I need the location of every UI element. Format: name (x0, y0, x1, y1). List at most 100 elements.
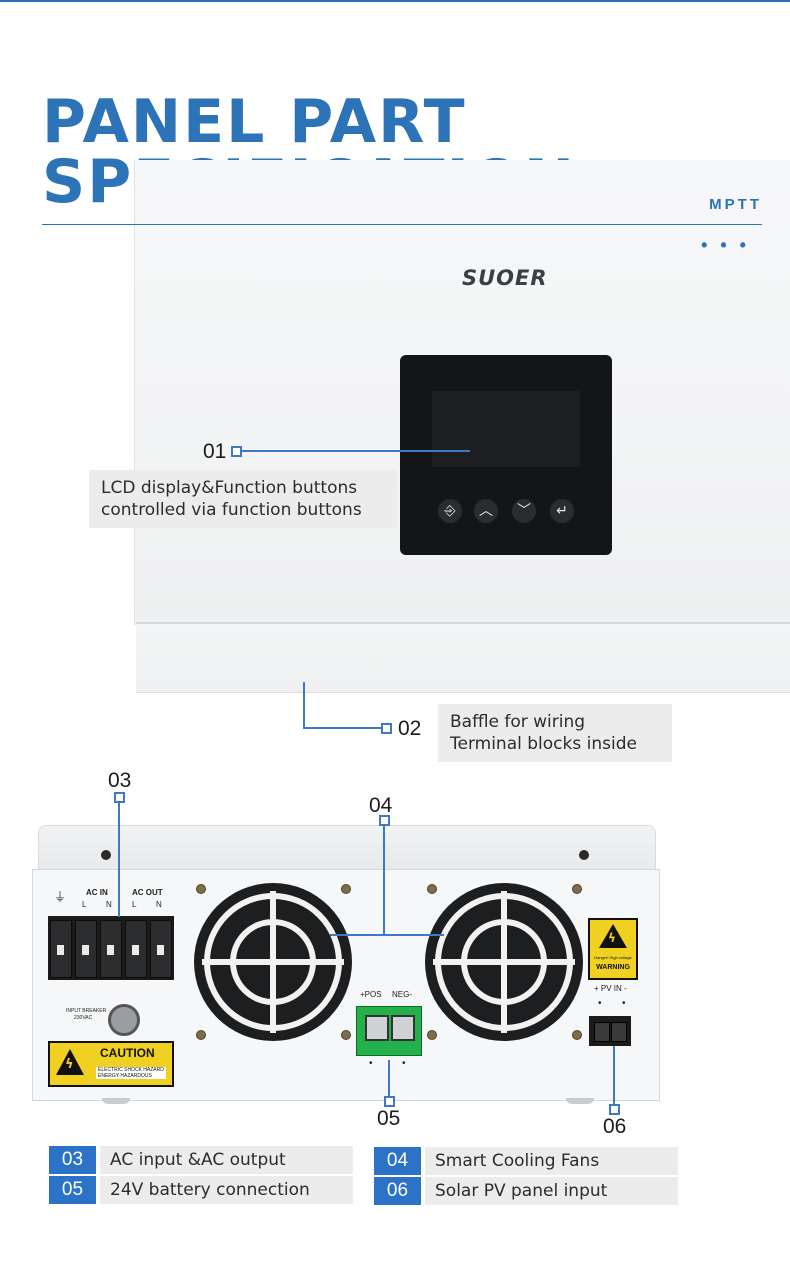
pv-terminal-slot[interactable] (594, 1022, 610, 1042)
callout-02-line-horizontal (303, 727, 383, 729)
decorative-dots: • • • (701, 235, 750, 255)
fan-screw (572, 1030, 582, 1040)
fan-guard-bar (501, 891, 507, 1033)
caution-subtext-line2: ENERGY HAZARDOUS (98, 1073, 152, 1079)
fan-screw (572, 884, 582, 894)
dot-marker: • (622, 998, 626, 1009)
dot-marker: • (598, 998, 602, 1009)
legend-06-number: 06 (374, 1177, 421, 1205)
rear-foot (566, 1098, 594, 1104)
lightning-icon: ϟ (65, 1057, 74, 1072)
ground-icon: ⏚ (54, 890, 67, 904)
callout-03-line (118, 803, 120, 917)
warning-triangle-icon (56, 1049, 84, 1075)
fan-screw (341, 1030, 351, 1040)
warning-triangle-icon (599, 924, 627, 948)
battery-terminal-block (356, 1006, 422, 1056)
callout-02-line-vertical (303, 682, 305, 729)
up-arrow-icon[interactable]: ︿ (474, 499, 498, 523)
callout-02-marker (381, 723, 392, 734)
battery-neg-label: NEG- (392, 990, 412, 999)
brand-logo: SUOER (462, 266, 548, 290)
callout-04-number: 04 (369, 794, 393, 817)
rear-foot (102, 1098, 130, 1104)
callout-06-line (613, 1046, 615, 1106)
title-line-1: PANEL PART (42, 87, 467, 157)
ac-in-l: L (82, 900, 87, 909)
exit-icon[interactable]: ⎆ (438, 499, 462, 523)
callout-04-line-vertical (383, 826, 385, 934)
battery-pos-label: +POS (360, 990, 382, 999)
ac-out-label: AC OUT (132, 888, 163, 897)
rear-unit-top-cover (38, 825, 656, 871)
legend-04-number: 04 (374, 1147, 421, 1175)
warning-title: WARNING (596, 964, 630, 971)
callout-06-number: 06 (603, 1115, 627, 1138)
breaker-switch[interactable] (150, 920, 172, 978)
callout-03-number: 03 (108, 769, 132, 792)
callout-01-label-line1: LCD display&Function buttons (101, 478, 358, 498)
front-unit-baffle (136, 622, 790, 693)
breaker-switch[interactable] (75, 920, 97, 978)
callout-04-line-horizontal (330, 934, 444, 936)
lcd-panel: ⎆ ︿ ﹀ ↵ (400, 355, 612, 555)
screw (579, 850, 589, 860)
ac-terminal-breakers (48, 916, 174, 980)
down-arrow-icon[interactable]: ﹀ (512, 499, 536, 523)
cooling-fan-left (194, 883, 352, 1041)
callout-01-marker (231, 446, 242, 457)
fan-guard-bar (270, 891, 276, 1033)
screw (101, 850, 111, 860)
legend-04-text: Smart Cooling Fans (425, 1147, 678, 1175)
ac-in-label: AC IN (86, 888, 108, 897)
fan-screw (427, 1030, 437, 1040)
input-breaker-knob[interactable] (108, 1004, 140, 1036)
mptt-tag: MPTT (709, 196, 762, 213)
callout-01-number: 01 (203, 440, 227, 463)
callout-02-number: 02 (398, 717, 422, 740)
callout-01-label: LCD display&Function buttons controlled … (89, 470, 397, 528)
lcd-screen (432, 391, 580, 467)
callout-01-label-line2: controlled via function buttons (101, 500, 362, 520)
cooling-fan-right (425, 883, 583, 1041)
legend-05-number: 05 (49, 1176, 96, 1204)
caution-title: CAUTION (100, 1046, 155, 1060)
callout-02-label: Baffle for wiring Terminal blocks inside (438, 704, 672, 762)
callout-06-marker (609, 1104, 620, 1115)
pv-terminal-block (589, 1016, 631, 1046)
ac-in-n: N (106, 900, 112, 909)
breaker-switch[interactable] (100, 920, 122, 978)
ac-out-n: N (156, 900, 162, 909)
enter-icon[interactable]: ↵ (550, 499, 574, 523)
breaker-switch[interactable] (50, 920, 72, 978)
input-breaker-rating: 230VAC (74, 1015, 93, 1021)
callout-05-number: 05 (377, 1107, 401, 1130)
callout-04-marker (379, 815, 390, 826)
top-accent-line (0, 0, 790, 2)
dot-marker: • (369, 1058, 373, 1069)
terminal-screw[interactable] (365, 1015, 389, 1041)
legend-03-text: AC input &AC output (100, 1146, 353, 1174)
pv-terminal-slot[interactable] (611, 1022, 627, 1042)
fan-screw (196, 1030, 206, 1040)
terminal-screw[interactable] (391, 1015, 415, 1041)
callout-05-marker (384, 1096, 395, 1107)
fan-screw (196, 884, 206, 894)
dot-marker: • (402, 1058, 406, 1069)
callout-01-line (242, 450, 470, 452)
fan-screw (341, 884, 351, 894)
ac-out-l: L (132, 900, 137, 909)
lightning-icon: ϟ (608, 931, 616, 945)
warning-small-text: Danger! High voltage (594, 955, 632, 960)
legend-03-number: 03 (49, 1146, 96, 1174)
caution-label: ϟ CAUTION ELECTRIC SHOCK HAZARD ENERGY H… (48, 1041, 174, 1087)
pv-in-label: + PV IN - (594, 984, 627, 993)
breaker-switch[interactable] (125, 920, 147, 978)
high-voltage-warning-label: ϟ Danger! High voltage WARNING (588, 918, 638, 980)
callout-02-label-line2: Terminal blocks inside (450, 734, 637, 754)
callout-03-marker (114, 792, 125, 803)
fan-screw (427, 884, 437, 894)
caution-subtext: ELECTRIC SHOCK HAZARD ENERGY HAZARDOUS (96, 1067, 166, 1079)
legend-06-text: Solar PV panel input (425, 1177, 678, 1205)
legend-05-text: 24V battery connection (100, 1176, 353, 1204)
